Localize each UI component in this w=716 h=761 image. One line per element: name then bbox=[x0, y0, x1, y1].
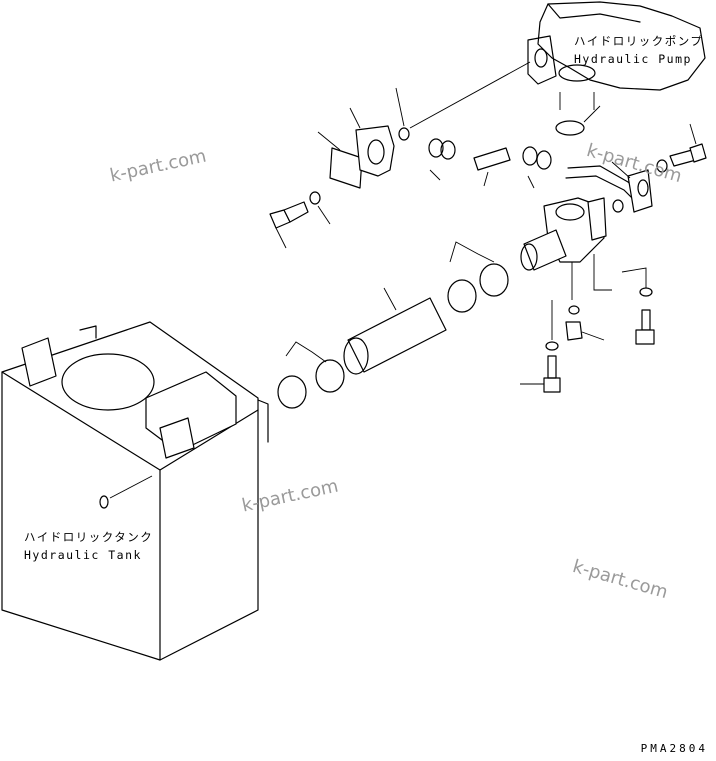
clamps-mid-leader bbox=[449, 241, 495, 263]
o-ring bbox=[555, 120, 585, 136]
washer-right-leader bbox=[621, 267, 647, 288]
bolt-lower-right bbox=[635, 309, 655, 345]
washer-lower bbox=[545, 341, 559, 351]
pump-label-en: Hydraulic Pump bbox=[574, 52, 692, 66]
bolt-right bbox=[669, 143, 707, 167]
bolt-washer-leader bbox=[317, 205, 331, 225]
elbow-washer bbox=[612, 199, 624, 213]
elbow-leader bbox=[611, 161, 631, 179]
figure-code: PMA2804 bbox=[640, 742, 708, 755]
flange-bracket bbox=[329, 125, 395, 189]
bolt-right-leader bbox=[689, 123, 697, 145]
pump-leader-line bbox=[409, 61, 531, 129]
bolt-left-leader bbox=[275, 227, 287, 249]
adapter-leader bbox=[581, 331, 605, 341]
clamps-low bbox=[277, 359, 345, 409]
right-bolt-washer bbox=[656, 159, 668, 173]
bracket-washer bbox=[398, 127, 410, 141]
tank-label-jp: ハイドロリックタンク bbox=[24, 530, 154, 544]
hydraulic-tank bbox=[1, 321, 269, 661]
bolt-left bbox=[269, 201, 309, 229]
clamps-low-leader bbox=[285, 341, 327, 363]
plate-leader bbox=[317, 131, 341, 151]
suction-hose-leader bbox=[383, 287, 397, 311]
clamps-mid bbox=[447, 263, 509, 313]
bolt-lower bbox=[543, 355, 561, 393]
washer-small bbox=[568, 305, 580, 315]
fitting-leader bbox=[593, 254, 612, 291]
clamp-leader-2 bbox=[527, 175, 535, 189]
tank-label-en: Hydraulic Tank bbox=[24, 548, 142, 562]
hose-leader-1 bbox=[483, 171, 489, 187]
o-ring-leader bbox=[583, 105, 601, 123]
bolt-washer-left bbox=[309, 191, 321, 205]
clamp-leader-1 bbox=[429, 169, 441, 181]
hydraulic-pump bbox=[527, 1, 706, 110]
bracket-leader bbox=[349, 107, 361, 129]
washer-leader bbox=[395, 87, 405, 127]
elbow-pipe bbox=[565, 165, 653, 213]
washer-right bbox=[639, 287, 653, 297]
upper-hose-clamps bbox=[428, 138, 552, 171]
suction-hose bbox=[343, 297, 447, 375]
hose-connector bbox=[520, 229, 567, 271]
pump-label-jp: ハイドロリックポンプ bbox=[574, 34, 704, 48]
tank-port-leader bbox=[109, 475, 153, 499]
adapter-plug bbox=[565, 321, 583, 341]
